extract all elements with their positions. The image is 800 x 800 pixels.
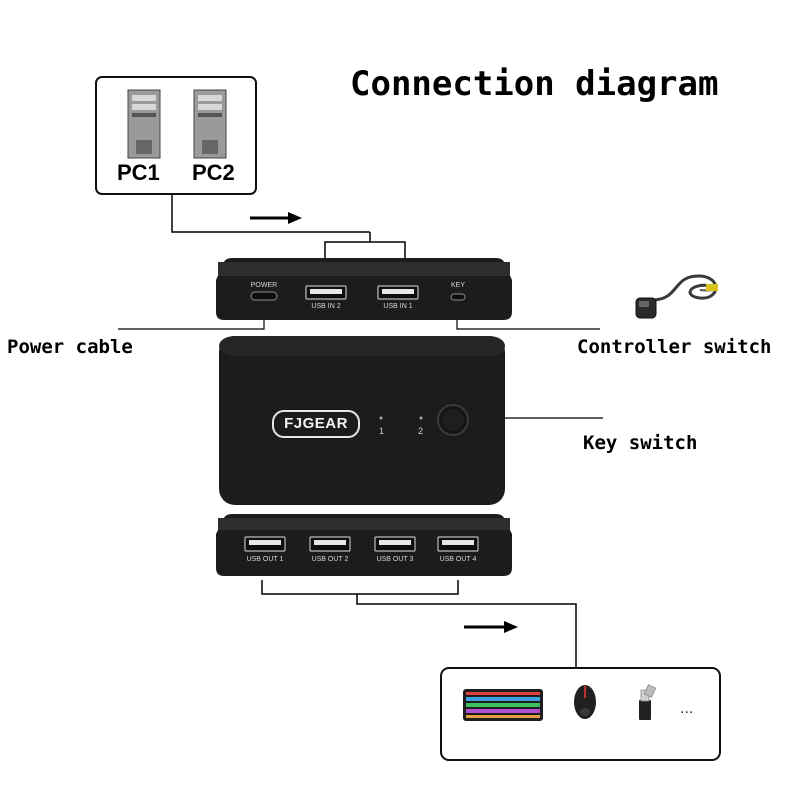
arrow-right-icon [250,212,302,224]
controller-switch-label: Controller switch [577,336,772,358]
pc1-label: PC1 [117,160,160,185]
usb-out-4-label: USB OUT 4 [439,556,477,563]
led-1-label: 1 [379,426,385,436]
diagram-title: Connection diagram [350,64,719,104]
usb-out-2-label: USB OUT 2 [311,556,349,563]
power-cable-label: Power cable [7,336,133,358]
bottom-port-panel [216,514,512,576]
arrow-right-icon [464,621,518,633]
key-switch-label: Key switch [583,432,698,454]
power-port-label: POWER [250,282,278,289]
mouse-icon [574,685,596,719]
pc2-label: PC2 [192,160,235,185]
controller-switch-icon [635,274,718,319]
pc-tower-icon [127,89,161,159]
usb-out-3-label: USB OUT 3 [376,556,414,563]
led-2-label: 2 [418,426,424,436]
usb-in-2-label: USB IN 2 [311,303,341,310]
usb-in-1-label: USB IN 1 [383,303,413,310]
pc-tower-icon [193,89,227,159]
usb-stick-icon [639,684,657,720]
kvm-switch-body [219,336,505,505]
key-port-label: KEY [450,282,465,289]
brand-logo: FJGEAR [272,410,360,438]
top-port-panel [216,258,512,320]
more-peripherals-ellipsis: ... [680,700,694,717]
usb-out-1-label: USB OUT 1 [246,556,284,563]
keyboard-icon [463,689,543,721]
